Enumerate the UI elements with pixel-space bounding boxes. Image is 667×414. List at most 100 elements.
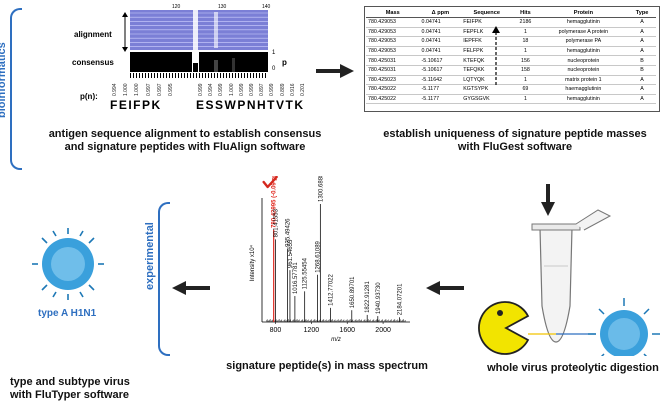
virus-type-label: type A H1N1 bbox=[38, 308, 97, 319]
signature-residues-a: FEIFPK bbox=[110, 98, 162, 112]
ruler-120: 120 bbox=[172, 4, 181, 10]
ruler-140: 140 bbox=[262, 4, 271, 10]
pvalue-label: 1.000 bbox=[123, 83, 130, 96]
peak-label: 2184.07201 bbox=[398, 283, 404, 315]
pvalue-label: 0.999 bbox=[238, 83, 245, 96]
cell: A bbox=[628, 94, 656, 105]
consensus-bars bbox=[130, 52, 268, 72]
cell: 780.425023 bbox=[366, 75, 420, 86]
cell: A bbox=[628, 75, 656, 86]
bioinformatics-label: bioinformatics bbox=[0, 42, 8, 118]
peak-label: 1650.89701 bbox=[350, 276, 356, 308]
cell: A bbox=[628, 17, 656, 28]
cell: hemagglutinin bbox=[538, 94, 629, 105]
cell: 780.429053 bbox=[366, 17, 420, 28]
cell: 158 bbox=[512, 65, 539, 76]
peak-label: 1125.55454 bbox=[303, 257, 309, 289]
peak-label: 801.41553 bbox=[274, 208, 280, 237]
cell: nucleoprotein bbox=[538, 65, 629, 76]
virus-particle-icon bbox=[588, 298, 660, 356]
cell: FELFPK bbox=[461, 46, 513, 57]
check-icon bbox=[262, 176, 278, 189]
pvalue-label: 0.997 bbox=[156, 83, 163, 96]
cell: LQTYQK bbox=[461, 75, 513, 86]
cell: 0.04741 bbox=[419, 46, 462, 57]
table-panel bbox=[364, 6, 660, 112]
pn-row-label: p(n): bbox=[80, 92, 98, 101]
col-mass: Mass bbox=[366, 8, 420, 18]
y-axis-label: Intensity x10⁴ bbox=[249, 244, 256, 281]
pvalue-label: 1.000 bbox=[134, 83, 141, 96]
cell: 2186 bbox=[512, 17, 539, 28]
cell: 780.429053 bbox=[366, 46, 420, 57]
pvalue-label: 0.916 bbox=[289, 83, 296, 96]
cell: 780.429053 bbox=[366, 36, 420, 47]
col-protein: Protein bbox=[538, 8, 629, 18]
pvalue-label: 0.889 bbox=[279, 83, 286, 96]
col-type: Type bbox=[628, 8, 656, 18]
cell: nucleoprotein bbox=[538, 55, 629, 66]
cell: FEPFLK bbox=[461, 27, 513, 38]
peak-label: 1412.77022 bbox=[328, 273, 334, 305]
digestion-illustration bbox=[478, 209, 660, 356]
cell: A bbox=[628, 36, 656, 47]
cell: -5.1177 bbox=[419, 94, 462, 105]
cell: 1 bbox=[512, 46, 539, 57]
x-tick-label: 2000 bbox=[375, 327, 391, 334]
pvalue-label: 1.000 bbox=[228, 83, 235, 96]
cell: -5.10617 bbox=[419, 55, 462, 66]
cell: A bbox=[628, 84, 656, 95]
cell: -5.1177 bbox=[419, 84, 462, 95]
caption-spectrum: signature peptide(s) in mass spectrum bbox=[226, 360, 428, 372]
bioinformatics-bracket bbox=[10, 8, 22, 170]
cell: 0.04741 bbox=[419, 27, 462, 38]
x-axis-label: m/z bbox=[331, 337, 341, 343]
consensus-axis-1: 1 bbox=[272, 50, 276, 56]
cell: 780.425031 bbox=[366, 55, 420, 66]
cell: FEIFPK bbox=[461, 17, 513, 28]
pvalue-label: 0.999 bbox=[269, 83, 276, 96]
cell: polymerase PA bbox=[538, 36, 629, 47]
col-sequence: Sequence bbox=[461, 8, 513, 18]
table-header-row: Mass Δ ppm Sequence Hits Protein Type bbox=[366, 8, 656, 18]
peak-label: 780.42995 (-0.09 ppm) bbox=[272, 176, 278, 228]
cell: 0.04741 bbox=[419, 36, 462, 47]
alignment-block bbox=[130, 10, 268, 50]
cell: 780.429053 bbox=[366, 27, 420, 38]
peak-label: 1822.91281 bbox=[365, 281, 371, 313]
alignment-row-label: alignment bbox=[74, 30, 112, 39]
x-tick-label: 800 bbox=[270, 327, 282, 334]
cell: 1 bbox=[512, 75, 539, 86]
cell: A bbox=[628, 46, 656, 57]
consensus-seq-strip bbox=[130, 73, 268, 78]
pvalue-label: 0.999 bbox=[218, 83, 225, 96]
ruler-130: 130 bbox=[218, 4, 227, 10]
pvalue-label: 0.897 bbox=[259, 83, 266, 96]
caption-typing: type and subtype virus with FluTyper sof… bbox=[10, 376, 130, 401]
pvalue-label: 0.201 bbox=[300, 83, 306, 96]
caption-alignment: antigen sequence alignment to establish … bbox=[48, 128, 322, 153]
peak-label: 1940.93730 bbox=[376, 282, 382, 314]
pvalue-label: 0.994 bbox=[112, 83, 118, 96]
enzyme-pacman-icon bbox=[478, 301, 530, 355]
cell: polymerase A protein bbox=[538, 27, 629, 38]
col-delta-ppm: Δ ppm bbox=[419, 8, 462, 18]
cell: hemagglutinin bbox=[538, 46, 629, 57]
cell: GYGSGVK bbox=[461, 94, 513, 105]
x-tick-label: 1600 bbox=[339, 327, 355, 334]
cell: matrix protein 1 bbox=[538, 75, 629, 86]
arrow-down-to-digestion bbox=[541, 184, 555, 216]
col-hits: Hits bbox=[512, 8, 539, 18]
hits-ranking-arrow bbox=[492, 26, 500, 86]
cell: 69 bbox=[512, 84, 539, 95]
pvalue-label: 0.999 bbox=[249, 83, 255, 96]
cell: 1 bbox=[512, 94, 539, 105]
cell: 18 bbox=[512, 36, 539, 47]
pvalue-label: 0.999 bbox=[198, 83, 204, 96]
